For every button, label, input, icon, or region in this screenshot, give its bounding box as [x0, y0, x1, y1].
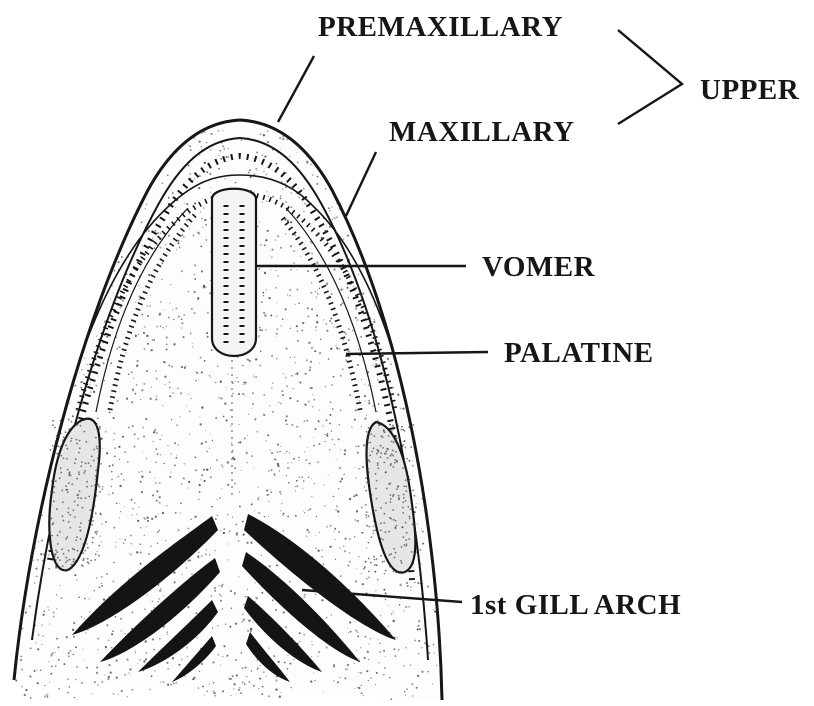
label-palatine: PALATINE [504, 337, 654, 369]
label-premaxillary: PREMAXILLARY [318, 11, 563, 43]
label-upper: UPPER [700, 74, 800, 106]
maxillary-leader [346, 152, 376, 216]
upper-bracket [618, 30, 682, 124]
label-gill-arch: 1st GILL ARCH [470, 589, 681, 621]
label-maxillary: MAXILLARY [389, 116, 575, 148]
vomer-bone [212, 189, 256, 356]
premaxillary-leader [278, 56, 314, 122]
label-vomer: VOMER [482, 251, 596, 283]
